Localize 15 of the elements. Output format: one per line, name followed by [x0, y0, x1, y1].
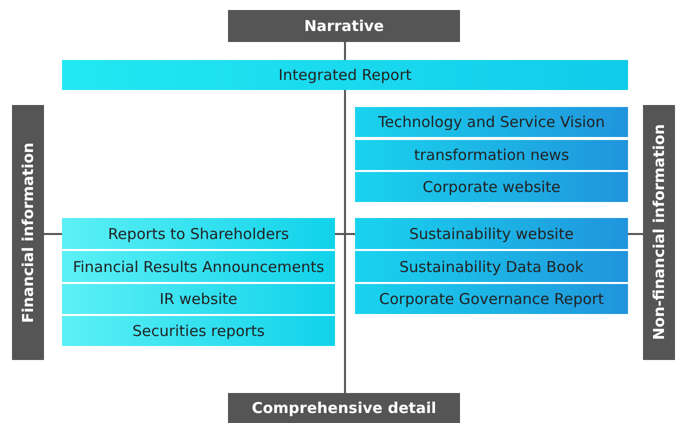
report-box: Technology and Service Vision — [355, 107, 628, 137]
report-box: Securities reports — [62, 316, 335, 346]
report-box: Integrated Report — [62, 60, 628, 90]
report-box: Sustainability website — [355, 218, 628, 249]
axis-label: Non-financial information — [643, 105, 675, 360]
report-box: Corporate Governance Report — [355, 284, 628, 314]
report-box: transformation news — [355, 140, 628, 170]
report-box: Reports to Shareholders — [62, 218, 335, 249]
axis-label: Comprehensive detail — [228, 393, 460, 423]
axis-label: Financial information — [12, 105, 44, 360]
report-box: IR website — [62, 284, 335, 314]
report-box: Corporate website — [355, 172, 628, 202]
report-box: Sustainability Data Book — [355, 251, 628, 282]
report-box: Financial Results Announcements — [62, 251, 335, 282]
axis-label: Narrative — [228, 10, 460, 42]
